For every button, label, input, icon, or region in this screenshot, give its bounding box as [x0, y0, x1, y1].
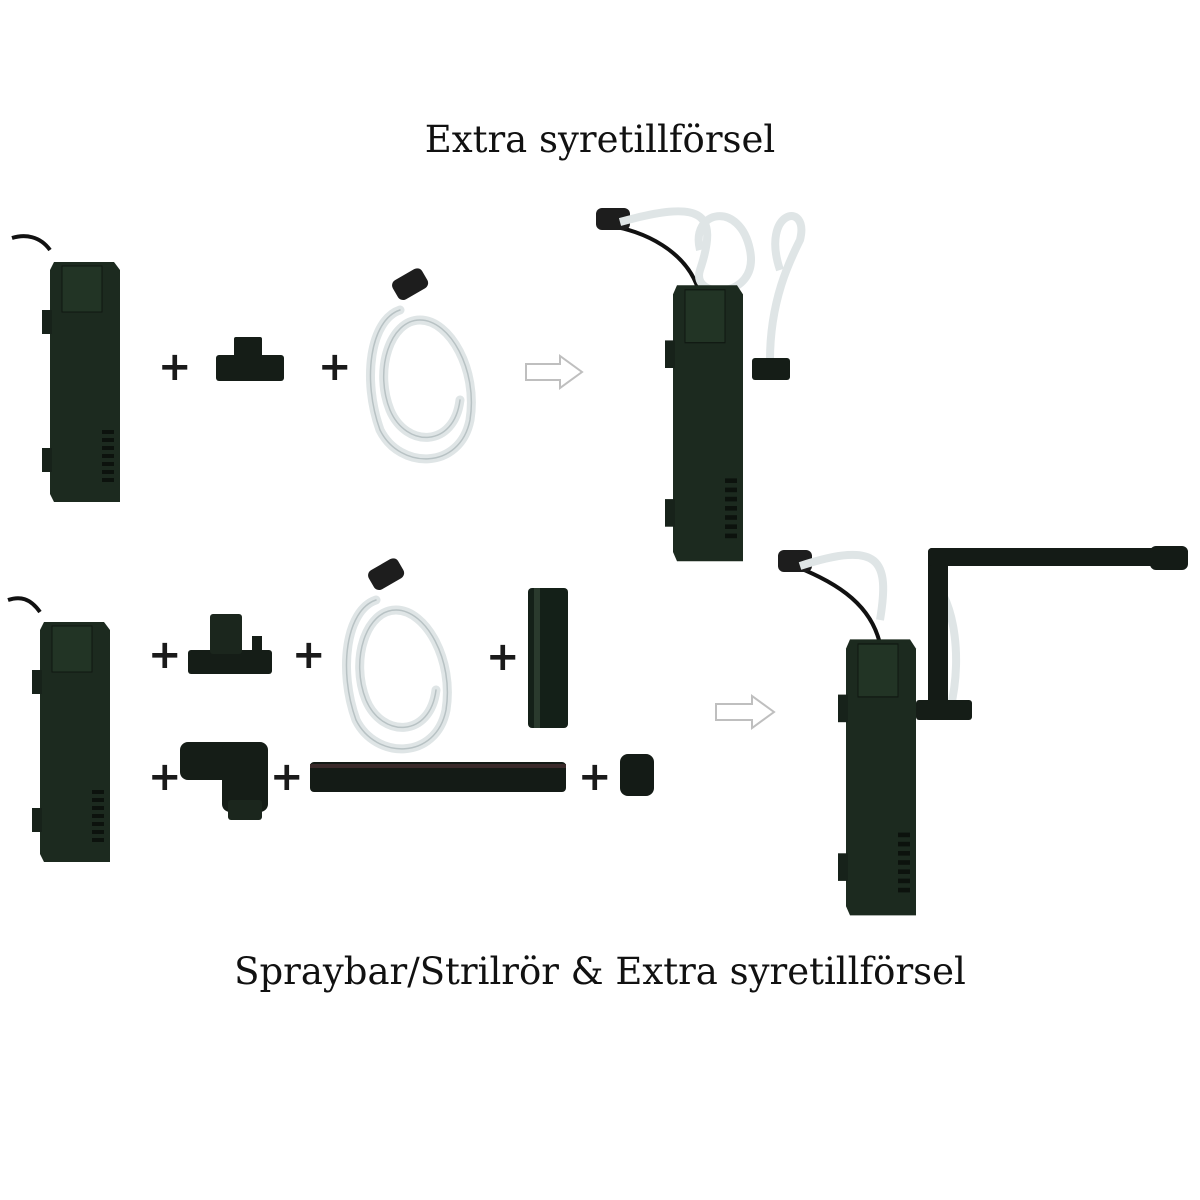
outflow-arrow-icon: [715, 694, 776, 730]
elbow-connector-icon: [180, 742, 268, 820]
spraybar-pipe-icon: [310, 762, 566, 792]
plus-sign: +: [318, 344, 352, 390]
air-tube-icon: [346, 556, 447, 749]
plus-sign: +: [270, 754, 304, 800]
filter-unit-icon: [7, 596, 111, 863]
valve-connector-icon: [188, 614, 272, 674]
plus-sign: +: [292, 632, 326, 678]
section-title-oxygen: Extra syretillförsel: [424, 118, 776, 161]
t-connector-icon: [216, 337, 284, 381]
end-cap-icon: [620, 754, 654, 796]
plus-sign: +: [148, 632, 182, 678]
air-tube-icon: [370, 266, 471, 459]
plus-sign: +: [486, 634, 520, 680]
filter-unit-icon: [11, 234, 121, 503]
filter-assembled-spraybar-icon: [778, 546, 1188, 916]
straight-pipe-icon: [528, 588, 568, 728]
filter-assembled-oxygen-icon: [596, 207, 806, 562]
section-title-spraybar: Spraybar/Strilrör & Extra syretillförsel: [234, 950, 966, 993]
outflow-arrow-icon: [525, 354, 584, 390]
plus-sign: +: [578, 754, 612, 800]
plus-sign: +: [158, 344, 192, 390]
plus-sign: +: [148, 754, 182, 800]
